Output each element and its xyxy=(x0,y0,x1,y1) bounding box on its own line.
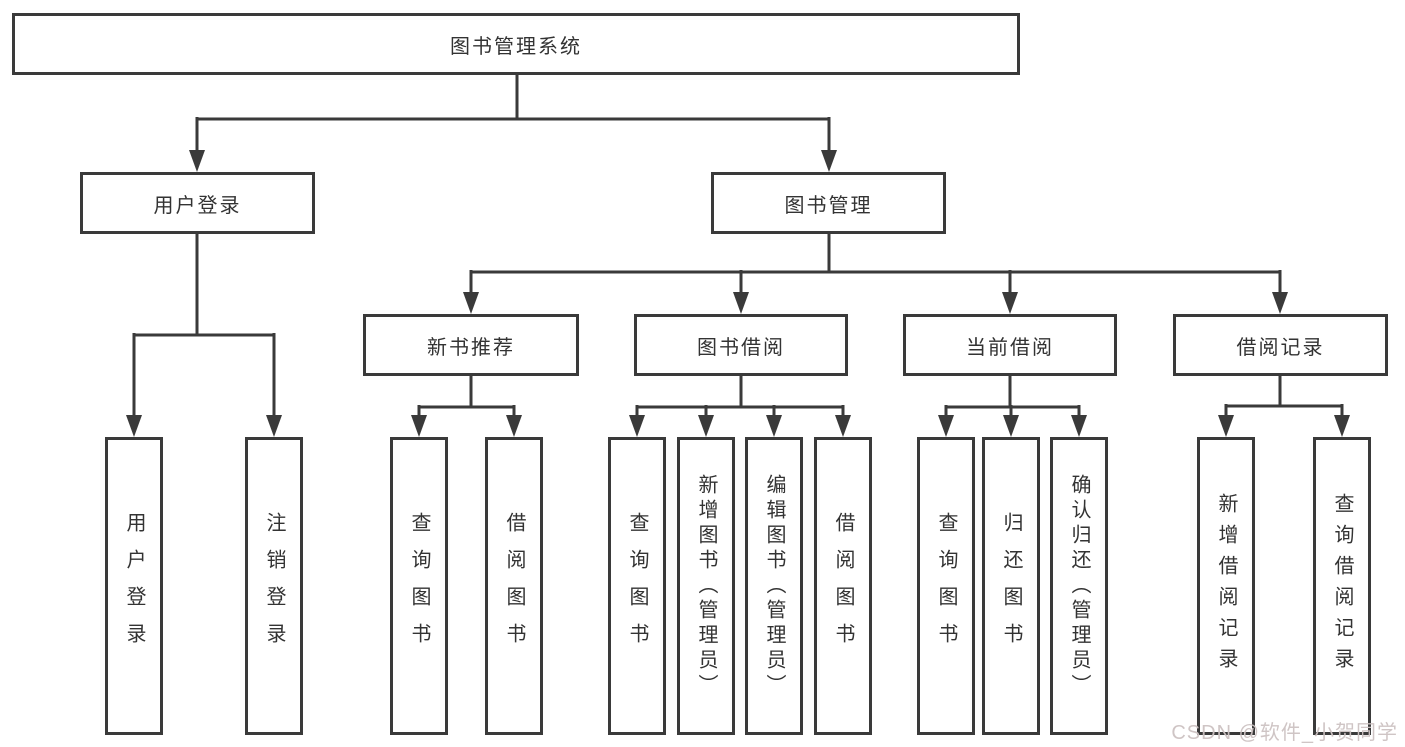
csdn-watermark: CSDN @软件_小贺同学 xyxy=(1171,722,1398,744)
node-label: 借阅记录 xyxy=(1236,336,1325,359)
node-label: 编辑图书（管理员） xyxy=(763,473,785,699)
leaf-add-borrow-record: 新增借阅记录 xyxy=(1197,437,1255,735)
node-label: 图书管理系统 xyxy=(450,35,582,58)
node-label: 用户登录 xyxy=(153,194,242,217)
node-label: 查询图书 xyxy=(935,512,957,660)
leaf-confirm-return-admin: 确认归还（管理员） xyxy=(1050,437,1108,735)
node-label: 新增图书（管理员） xyxy=(695,473,717,699)
node-current-borrowing: 当前借阅 xyxy=(903,314,1117,376)
node-label: 归还图书 xyxy=(1000,512,1022,660)
node-label: 图书管理 xyxy=(784,194,873,217)
node-label: 借阅图书 xyxy=(503,512,525,660)
node-root-library-management-system: 图书管理系统 xyxy=(12,13,1020,75)
arrow-down-icons xyxy=(126,150,1350,437)
node-label: 确认归还（管理员） xyxy=(1068,473,1090,699)
node-user-login: 用户登录 xyxy=(80,172,315,234)
leaf-query-books-current: 查询图书 xyxy=(917,437,975,735)
node-book-management: 图书管理 xyxy=(711,172,946,234)
node-label: 当前借阅 xyxy=(966,336,1054,359)
node-label: 注销登录 xyxy=(263,512,285,660)
node-borrowing-records: 借阅记录 xyxy=(1173,314,1388,376)
node-label: 借阅图书 xyxy=(832,512,854,660)
node-label: 查询图书 xyxy=(626,512,648,660)
node-label: 查询借阅记录 xyxy=(1331,493,1353,679)
leaf-add-books-admin: 新增图书（管理员） xyxy=(677,437,735,735)
leaf-user-login: 用户登录 xyxy=(105,437,163,735)
leaf-query-borrow-record: 查询借阅记录 xyxy=(1313,437,1371,735)
leaf-borrow-books-recommend: 借阅图书 xyxy=(485,437,543,735)
leaf-return-books: 归还图书 xyxy=(982,437,1040,735)
leaf-logout: 注销登录 xyxy=(245,437,303,735)
leaf-query-books-recommend: 查询图书 xyxy=(390,437,448,735)
leaf-borrow-books: 借阅图书 xyxy=(814,437,872,735)
node-book-borrowing: 图书借阅 xyxy=(634,314,848,376)
node-label: 查询图书 xyxy=(408,512,430,660)
leaf-query-books-borrow: 查询图书 xyxy=(608,437,666,735)
node-label: 图书借阅 xyxy=(697,336,785,359)
node-label: 新书推荐 xyxy=(427,336,515,359)
node-label: 用户登录 xyxy=(123,512,145,660)
leaf-edit-books-admin: 编辑图书（管理员） xyxy=(745,437,803,735)
node-new-book-recommendation: 新书推荐 xyxy=(363,314,579,376)
node-label: 新增借阅记录 xyxy=(1215,493,1237,679)
